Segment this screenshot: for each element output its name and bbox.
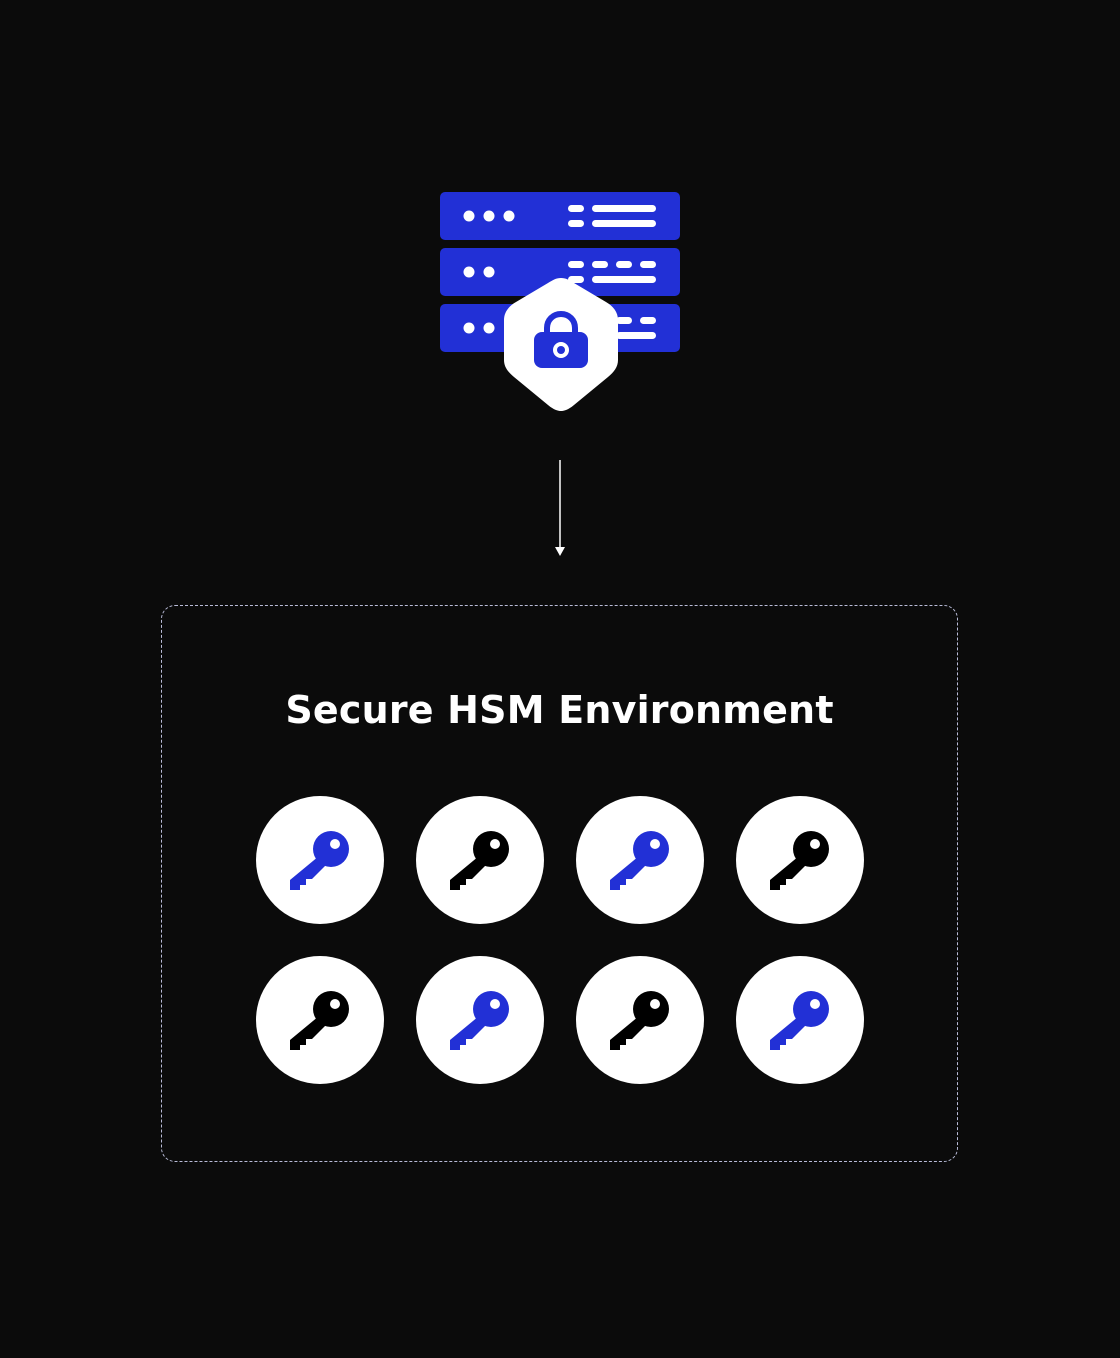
key-icon: [610, 831, 669, 890]
key-circle: [576, 956, 704, 1084]
hsm-environment-box: Secure HSM Environment: [161, 605, 958, 1162]
server-stack-icon: [440, 192, 680, 412]
key-circle: [576, 796, 704, 924]
server-rack-1: [440, 192, 680, 240]
server-rack-2: [440, 248, 680, 296]
key-icon: [450, 991, 509, 1050]
key-icon: [610, 991, 669, 1050]
key-circle: [416, 796, 544, 924]
key-icon: [290, 831, 349, 890]
key-grid: [256, 796, 864, 1084]
key-circle: [736, 956, 864, 1084]
key-circle: [256, 796, 384, 924]
down-arrow-icon: [553, 460, 567, 560]
key-circle: [256, 956, 384, 1084]
key-icon: [290, 991, 349, 1050]
hsm-environment-title: Secure HSM Environment: [285, 688, 834, 732]
key-circle: [736, 796, 864, 924]
key-icon: [770, 831, 829, 890]
key-icon: [450, 831, 509, 890]
key-icon: [770, 991, 829, 1050]
lock-shield-icon: [502, 274, 620, 412]
padlock-icon: [534, 310, 588, 368]
key-circle: [416, 956, 544, 1084]
